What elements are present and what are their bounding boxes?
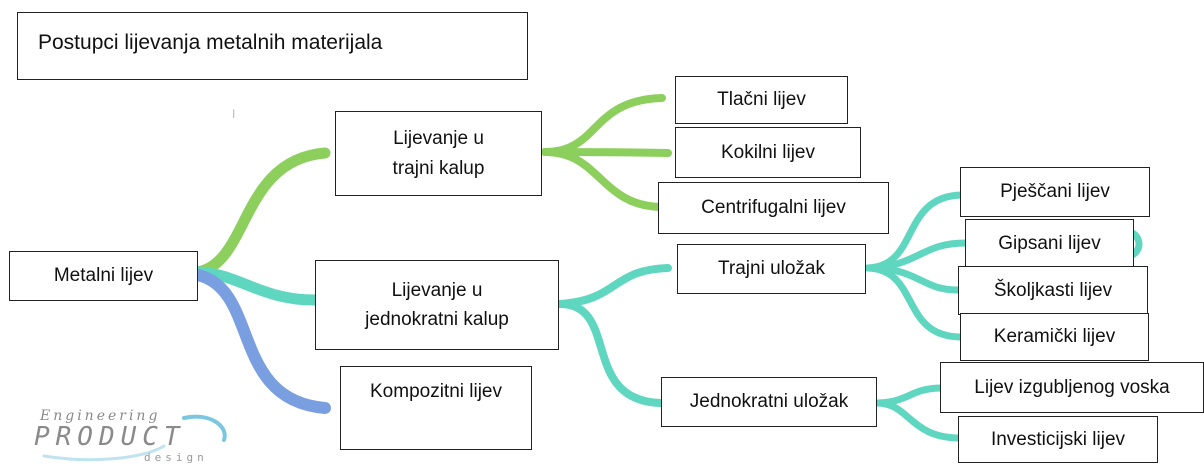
logo-swoosh-icon (42, 414, 227, 462)
node-kokilni-lijev: Kokilni lijev (675, 127, 861, 178)
branch-trajni-kalup-tlacni (541, 94, 666, 156)
branch-root-trajni-kalup (192, 147, 331, 278)
node-kompozitni-lijev: Kompozitni lijev (340, 366, 532, 450)
branch-jednokratni-kalup-trajni-ulozak (556, 264, 672, 308)
node-trajni-ulozak: Trajni uložak (677, 244, 866, 294)
branch-jednokratni-ulozak-investicijski (874, 399, 964, 442)
node-keramicki-lijev: Keramički lijev (960, 313, 1149, 361)
engineering-product-design-logo: Engineering PRODUCT design (34, 406, 234, 464)
node-tlacni-lijev: Tlačni lijev (675, 76, 848, 124)
branch-trajni-ulozak-keramicki (864, 264, 964, 341)
branch-jednokratni-ulozak-vosak (874, 384, 946, 407)
node-lijevanje-trajni-kalup: Lijevanje u trajni kalup (335, 111, 542, 196)
branch-trajni-ulozak-gipsani (864, 239, 970, 272)
node-metalni-lijev: Metalni lijev (9, 251, 198, 301)
node-gipsani-lijev: Gipsani lijev (965, 219, 1134, 268)
node-lijev-izgubljenog-voska: Lijev izgubljenog voska (940, 362, 1204, 413)
node-investicijski-lijev: Investicijski lijev (958, 416, 1158, 463)
branch-jednokratni-kalup-jednokratni-ulozak (556, 300, 664, 407)
node-skoljkasti-lijev: Školjkasti lijev (958, 266, 1148, 315)
logo-line-engineering: Engineering (40, 408, 161, 424)
node-centrifugalni-lijev: Centrifugalni lijev (658, 182, 889, 234)
svg-text:I: I (232, 107, 235, 121)
node-lijevanje-jednokratni-kalup: Lijevanje u jednokratni kalup (315, 260, 559, 350)
branch-trajni-kalup-centrifugalni (541, 148, 664, 211)
node-jednokratni-ulozak: Jednokratni uložak (661, 377, 877, 427)
diagram-title: Postupci lijevanja metalnih materijala (17, 12, 528, 80)
node-pjescani-lijev: Pješčani lijev (960, 167, 1150, 217)
branch-root-kompozitni (192, 269, 331, 414)
logo-line-product: PRODUCT (34, 422, 186, 452)
logo-line-design: design (144, 451, 208, 464)
